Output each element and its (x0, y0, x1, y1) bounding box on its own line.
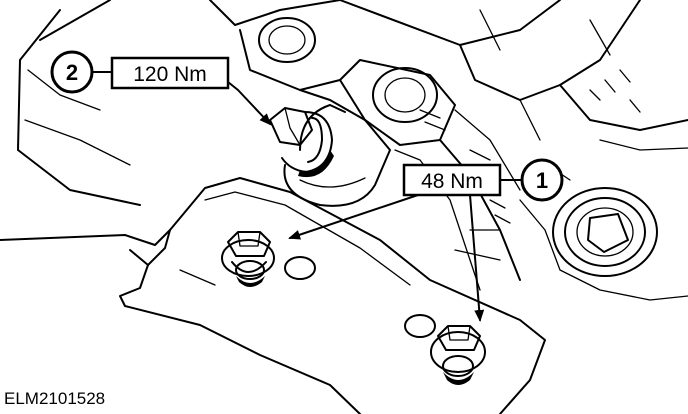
callout-2: 2 120 Nm (50, 50, 272, 126)
mount-through-bolt (269, 107, 334, 178)
callout-1: 48 Nm 1 (288, 158, 564, 322)
callout-1-badge (520, 158, 564, 202)
torque-label-120: 120 Nm (133, 63, 207, 86)
engine-block-linework (17, 0, 688, 301)
mounting-bracket-plate (0, 177, 546, 414)
callout-2-leader-arrow (227, 81, 272, 126)
mount-bolt-lower-right (430, 325, 486, 385)
callout-2-number: 2 (66, 60, 78, 85)
torque-label-48: 48 Nm (421, 170, 483, 193)
callout-1-number: 1 (536, 168, 548, 193)
torque-label-box-48 (402, 163, 502, 197)
callout-1-leader-arrow-left (288, 194, 419, 240)
callout-1-leader-arrow-right (469, 194, 485, 322)
figure-reference-code: ELM2101528 (4, 389, 105, 408)
torque-label-box-120 (110, 56, 230, 90)
mount-bolt-lower-left (221, 231, 275, 287)
